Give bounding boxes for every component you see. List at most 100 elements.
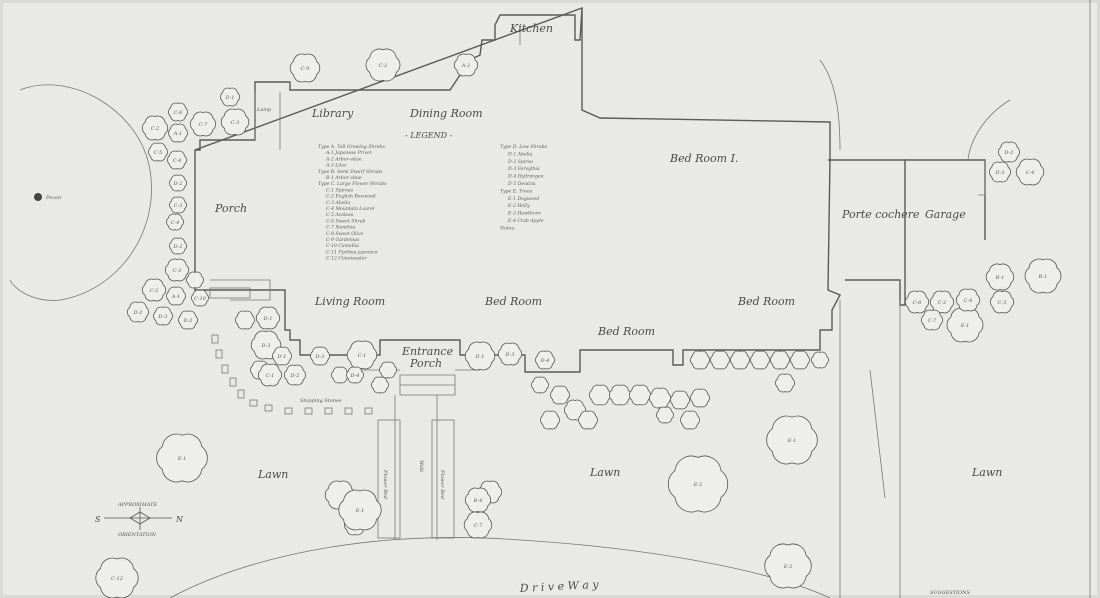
plant-symbol: C-12 bbox=[95, 557, 139, 598]
plant-outline bbox=[289, 53, 321, 83]
plant-outline bbox=[189, 111, 217, 137]
plant-symbol: C-7 bbox=[920, 309, 944, 331]
plant-outline bbox=[997, 141, 1021, 163]
plant-symbol: C-6 bbox=[168, 102, 188, 122]
shrub-symbol bbox=[770, 350, 790, 370]
shrub-symbol bbox=[750, 350, 770, 370]
plant-label: C-2 bbox=[379, 63, 388, 69]
legend-line: C-2 English Boxwood bbox=[326, 194, 376, 200]
plant-outline bbox=[168, 102, 188, 122]
shrub-symbol bbox=[710, 350, 730, 370]
plant-outline bbox=[988, 161, 1012, 183]
plant-label: A-1 bbox=[173, 131, 182, 137]
compass-top-label: APPROXIMATE bbox=[117, 502, 157, 508]
plant-label: B-1 bbox=[995, 275, 1005, 281]
shrub-symbol bbox=[811, 351, 829, 369]
plant-label: D-2 bbox=[290, 373, 300, 379]
room-label-library: Library bbox=[311, 107, 354, 120]
shrub-symbol bbox=[628, 384, 652, 406]
curve-top-right bbox=[819, 59, 841, 151]
plant-outline bbox=[168, 123, 188, 143]
legend-line: C-5 Azaleas bbox=[326, 212, 354, 218]
plant-symbol: D-2 bbox=[169, 174, 187, 192]
shrub-symbol bbox=[648, 387, 672, 409]
flower-bed-right-label: Flower Bed bbox=[439, 469, 445, 499]
plant-label: D-1 bbox=[475, 354, 485, 360]
plant-outline bbox=[257, 363, 283, 387]
lamp-label: Lamp bbox=[256, 107, 272, 113]
pecan-label: Pecan bbox=[45, 195, 61, 201]
legend-line: Notes: bbox=[499, 225, 516, 231]
plant-symbol: C-10 bbox=[191, 289, 209, 307]
legend-line: C-9 Gardenias bbox=[326, 237, 360, 243]
plant-outline bbox=[535, 350, 555, 370]
shrub-symbol bbox=[656, 406, 674, 424]
walk-edges bbox=[394, 395, 438, 540]
plant-symbol: C-3 bbox=[989, 290, 1015, 314]
compass-south: S bbox=[95, 515, 101, 524]
plant-outline bbox=[920, 309, 944, 331]
shrub-symbol bbox=[690, 350, 710, 370]
legend-line: E-1 Dogwood bbox=[507, 196, 539, 202]
legend-line: D-4 Hydrangea bbox=[507, 174, 544, 180]
plant-symbol: E-1 bbox=[766, 415, 818, 465]
plant-symbol: C-5 bbox=[148, 142, 168, 162]
plant-label: D-3 bbox=[505, 352, 515, 358]
plant-label: D-1 bbox=[263, 316, 273, 322]
plant-symbol: C-2 bbox=[141, 278, 167, 302]
plant-symbol: D-2 bbox=[178, 310, 198, 330]
legend-line: C-10 Camellia bbox=[326, 243, 359, 249]
legend-line: A-3 Lilac bbox=[325, 163, 347, 169]
stepping-stones-label: Stepping Stones bbox=[300, 398, 342, 404]
plant-symbol: B-4 bbox=[464, 487, 492, 513]
plant-symbol: C-2 bbox=[929, 290, 955, 314]
plant-outline bbox=[766, 415, 818, 465]
plant-label: E-1 bbox=[355, 508, 365, 514]
plant-label: E-1 bbox=[177, 456, 187, 462]
plant-label: D-3 bbox=[315, 354, 325, 360]
plant-symbol: C-4 bbox=[955, 288, 981, 312]
plant-outline bbox=[1024, 258, 1062, 294]
plant-label: C-7 bbox=[199, 122, 209, 128]
lawn-label-left: Lawn bbox=[257, 468, 288, 481]
flower-bed-right bbox=[431, 419, 455, 539]
plant-symbol: C-3 bbox=[164, 258, 190, 282]
plant-symbol: D-2 bbox=[997, 141, 1021, 163]
shrub-symbol bbox=[331, 366, 349, 384]
legend-line: E-2 Holly bbox=[507, 203, 530, 209]
plant-symbol: E-2 bbox=[764, 543, 812, 589]
plant-symbol: C-4 bbox=[1015, 158, 1045, 186]
driveway-edge bbox=[869, 369, 886, 499]
legend-line: D-3 Forsythia bbox=[507, 166, 540, 172]
plant-label: E-2 bbox=[693, 482, 703, 488]
plant-label: C-10 bbox=[194, 296, 207, 302]
room-label-garage: Garage bbox=[925, 208, 966, 221]
pecan-tree: Pecan bbox=[9, 84, 152, 301]
plant-label: D-3 bbox=[261, 343, 271, 349]
legend-line: C-6 Sweet Shrub bbox=[326, 218, 366, 224]
room-label-entrance: Entrance bbox=[401, 345, 454, 358]
walk-label: Walk bbox=[418, 460, 424, 472]
legend-line: C-7 Nandina bbox=[326, 225, 356, 231]
plant-symbol: C-7 bbox=[463, 511, 493, 539]
plant-outline bbox=[272, 346, 292, 366]
legend-line: D-1 Abelia bbox=[507, 151, 533, 157]
plant-label: C-4 bbox=[1026, 170, 1035, 176]
drive-way-curve bbox=[169, 537, 831, 598]
plant-outline bbox=[166, 213, 184, 231]
legend-line: C-8 Sweet Olive bbox=[326, 231, 364, 237]
plant-label: C-1 bbox=[358, 353, 367, 359]
house-outline bbox=[194, 6, 986, 396]
plant-symbol: D-3 bbox=[310, 346, 330, 366]
plant-outline bbox=[338, 489, 382, 531]
shrub-symbol bbox=[379, 361, 397, 379]
plant-symbol: E-1 bbox=[156, 433, 208, 483]
legend-line: A-2 Arbor-vitae bbox=[325, 156, 362, 162]
legend-line: C-3 Abelia bbox=[326, 200, 350, 206]
legend-line: A-1 Japanese Privet bbox=[325, 150, 372, 156]
plant-outline bbox=[453, 53, 479, 77]
plant-outline bbox=[220, 87, 240, 107]
plant-symbol: E-2 bbox=[667, 455, 729, 513]
legend-title: - LEGEND - bbox=[405, 131, 453, 140]
